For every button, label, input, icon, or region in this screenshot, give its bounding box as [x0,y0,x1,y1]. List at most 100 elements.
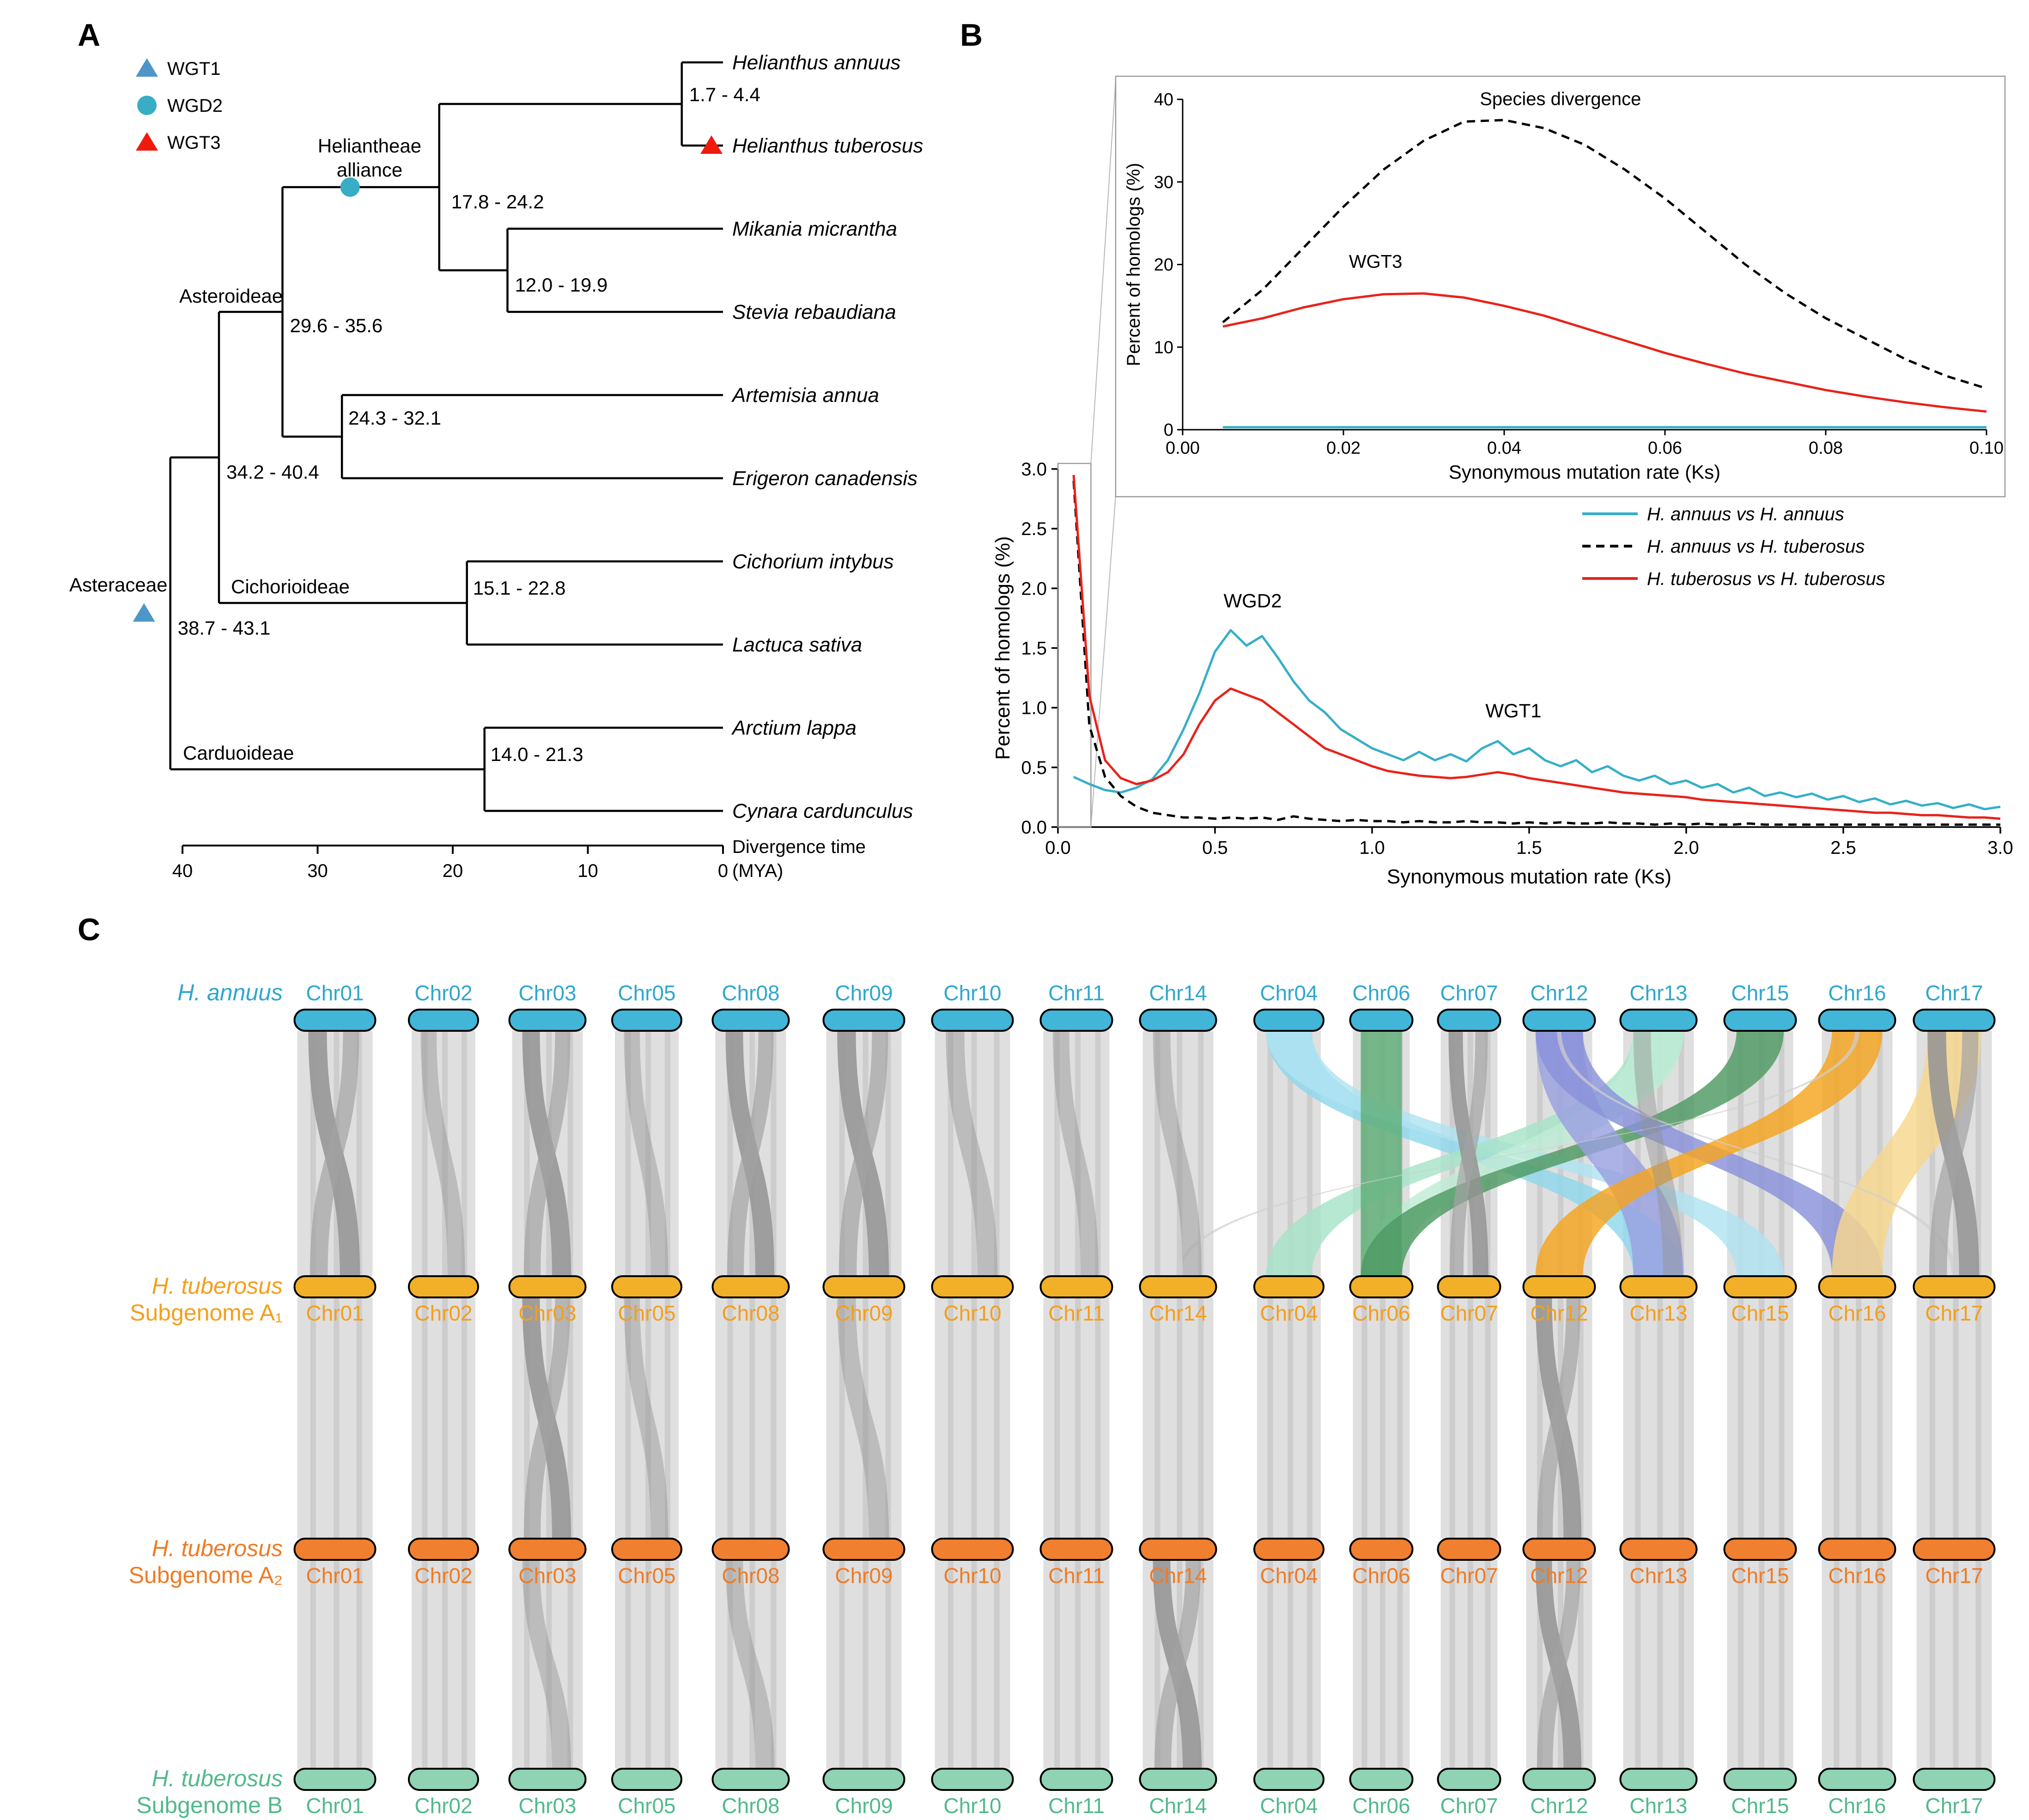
curve-h-annuus-vs-h-tuberosus [1222,119,1987,390]
chromosome-bar-chr15 [1723,1538,1797,1561]
species-name: Artemisia annua [731,384,879,407]
ks-axes [1057,469,2000,828]
chromosome-bar-chr17 [1913,1768,1996,1791]
synteny-ribbon-strand [1267,1031,1273,1276]
synteny-ribbon-strand [749,1560,755,1769]
synteny-ribbon-strand [749,1297,755,1539]
synteny-ribbon-strand [971,1031,977,1276]
synteny-inversion-chr03 [523,1031,571,1276]
row-label-subgenome: Subgenome A₁ [130,1300,283,1326]
synteny-ribbon-strand [1397,1297,1403,1539]
synteny-ribbon-strand [625,1560,631,1769]
synteny-ribbon-strand [1657,1297,1663,1539]
zoom-connector [1090,495,1116,828]
synteny-ribbon-strand [1467,1560,1473,1769]
synteny-inversion-chr14 [1154,1560,1201,1769]
chromosome-label: Chr13 [1629,1301,1687,1325]
synteny-inversion-chr12 [1537,1560,1581,1769]
chromosome-bar-chr09 [822,1768,905,1791]
time-axis-label: (MYA) [732,861,783,881]
divergence-range-label: 14.0 - 21.3 [491,743,583,765]
inset-x-axis-label: Synonymous mutation rate (Ks) [1449,461,1720,483]
chromosome-bar-chr07 [1437,1275,1501,1298]
chromosome-bar-chr15 [1723,1275,1797,1298]
zoom-region-indicator [1057,463,1092,828]
synteny-ribbon-strand [1288,1297,1293,1539]
chromosome-label: Chr12 [1530,1564,1588,1588]
inset-y-tick-label: 40 [1154,90,1173,110]
chromosome-bar-chr14 [1139,1768,1217,1791]
chromosome-label: Chr09 [835,1794,893,1818]
synteny-ribbon-strand [863,1297,869,1539]
chromosome-label: Chr15 [1731,1301,1789,1325]
chromosome-bar-chr17 [1913,1275,1996,1298]
chromosome-label: Chr08 [722,1794,779,1818]
divergence-range-label: 34.2 - 40.4 [226,461,319,483]
curve-h-annuus-vs-h-annuus [1073,629,2001,810]
synteny-link-chr13-to-chr06 [1361,1031,1684,1276]
chromosome-label: Chr14 [1149,1794,1207,1818]
chromosome-label: Chr06 [1352,981,1410,1005]
chromosome-label: Chr13 [1629,1794,1687,1818]
chromosome-bar-chr10 [931,1275,1014,1298]
synteny-ribbon-strand [1485,1560,1491,1769]
synteny-link-chr15-to-chr06 [1361,1031,1784,1276]
chromosome-bar-chr01 [293,1768,377,1791]
chromosome-bar-chr03 [508,1538,587,1561]
synteny-ribbon-strand [567,1560,573,1769]
ks-legend-entry: H. annuus vs H. annuus [1647,504,1844,524]
inset-y-tick-label: 30 [1154,173,1173,192]
synteny-ribbon-strand [885,1031,891,1276]
chromosome-label: Chr02 [414,1794,472,1818]
synteny-link-chr16-to-chr14 [1176,1031,1859,1276]
chromosome-bar-chr10 [931,1538,1014,1561]
synteny-ribbon-strand [1759,1560,1765,1769]
synteny-ribbon-strand [1779,1031,1785,1276]
inset-y-tick-label: 10 [1154,338,1173,357]
chromosome-bar-chr13 [1619,1275,1698,1298]
synteny-ribbon-strand [665,1560,670,1769]
panel-b-label: B [960,18,983,53]
synteny-ribbon-strand [442,1031,448,1276]
synteny-ribbon-strand [1397,1560,1403,1769]
synteny-ribbon-strand [994,1031,1000,1276]
chromosome-bar-chr15 [1723,1768,1797,1791]
synteny-ribbon-strand [625,1031,631,1276]
chromosome-bar-chr16 [1818,1538,1896,1561]
synteny-ribbon-strand [462,1297,467,1539]
synteny-ribbon-strand [1449,1560,1455,1769]
synteny-ribbon-strand [1075,1560,1081,1769]
synteny-ribbon-strand [1288,1560,1293,1769]
chromosome-label: Chr05 [618,1564,675,1588]
synteny-ribbon-strand [948,1297,954,1539]
chromosome-label: Chr03 [518,1794,576,1818]
clade-label: Asteroideae [179,285,283,307]
row-label-subgenome: Subgenome B [136,1792,283,1818]
synteny-ribbon-strand [1779,1560,1785,1769]
synteny-inversion-chr05 [624,1297,668,1539]
chromosome-label: Chr08 [722,1301,779,1325]
species-name: Arctium lappa [731,717,857,739]
synteny-ribbon-strand [1267,1560,1273,1769]
chromosome-label: Chr08 [722,981,779,1005]
synteny-ribbon-strand [948,1560,954,1769]
clade-label: Heliantheae [318,135,421,157]
ks-y-axis-label: Percent of homologs (%) [991,536,1014,760]
synteny-ribbon-strand [971,1560,977,1769]
synteny-ribbon-strand [1834,1297,1840,1539]
chromosome-label: Chr04 [1260,1301,1318,1325]
ks-x-tick-label: 1.5 [1516,838,1542,858]
synteny-ribbon-strand [994,1560,1000,1769]
synteny-ribbon-strand [1657,1560,1663,1769]
synteny-ribbon-strand [1307,1560,1312,1769]
synteny-ribbon-strand [1361,1297,1367,1539]
synteny-ribbon-strand [1975,1560,1981,1769]
synteny-ribbon-strand [1856,1560,1862,1769]
ks-y-tick-label: 0.5 [1021,758,1047,778]
chromosome-label: Chr07 [1440,1564,1498,1588]
ks-legend-entry: H. tuberosus vs H. tuberosus [1647,569,1885,589]
row-label-species: H. tuberosus [152,1535,283,1561]
chromosome-label: Chr17 [1925,1564,1983,1588]
row-label-subgenome: Subgenome A₂ [128,1562,283,1588]
